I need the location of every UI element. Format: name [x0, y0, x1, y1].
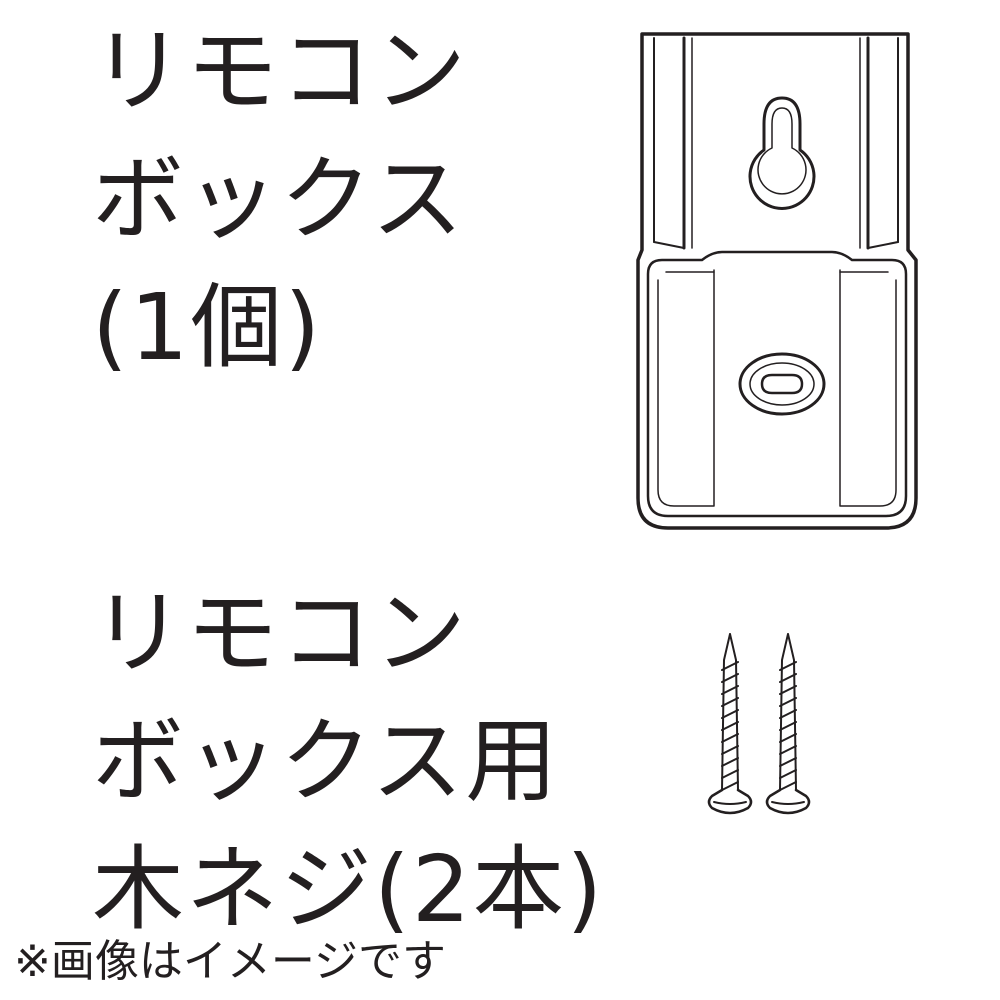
remote-box-label-line-2: ボックス — [92, 146, 466, 253]
remote-control-box-holder-icon — [636, 32, 918, 530]
screw-label-line-2: ボックス用 — [92, 708, 560, 815]
remote-box-label: リモコン ボックス (1個) — [92, 8, 468, 392]
remote-box-label-line-3: (1個) — [92, 274, 323, 381]
screw-label: リモコン ボックス用 木ネジ(2本) — [92, 570, 604, 954]
remote-box-label-line-1: リモコン — [92, 18, 469, 125]
wood-screw-icon — [765, 633, 811, 815]
screw-label-line-1: リモコン — [92, 580, 469, 687]
wood-screws-illustration — [707, 633, 811, 815]
wood-screw-icon — [707, 633, 753, 815]
image-disclaimer-note: ※画像はイメージです — [14, 936, 446, 987]
screw-label-line-3: 木ネジ(2本) — [92, 836, 605, 943]
